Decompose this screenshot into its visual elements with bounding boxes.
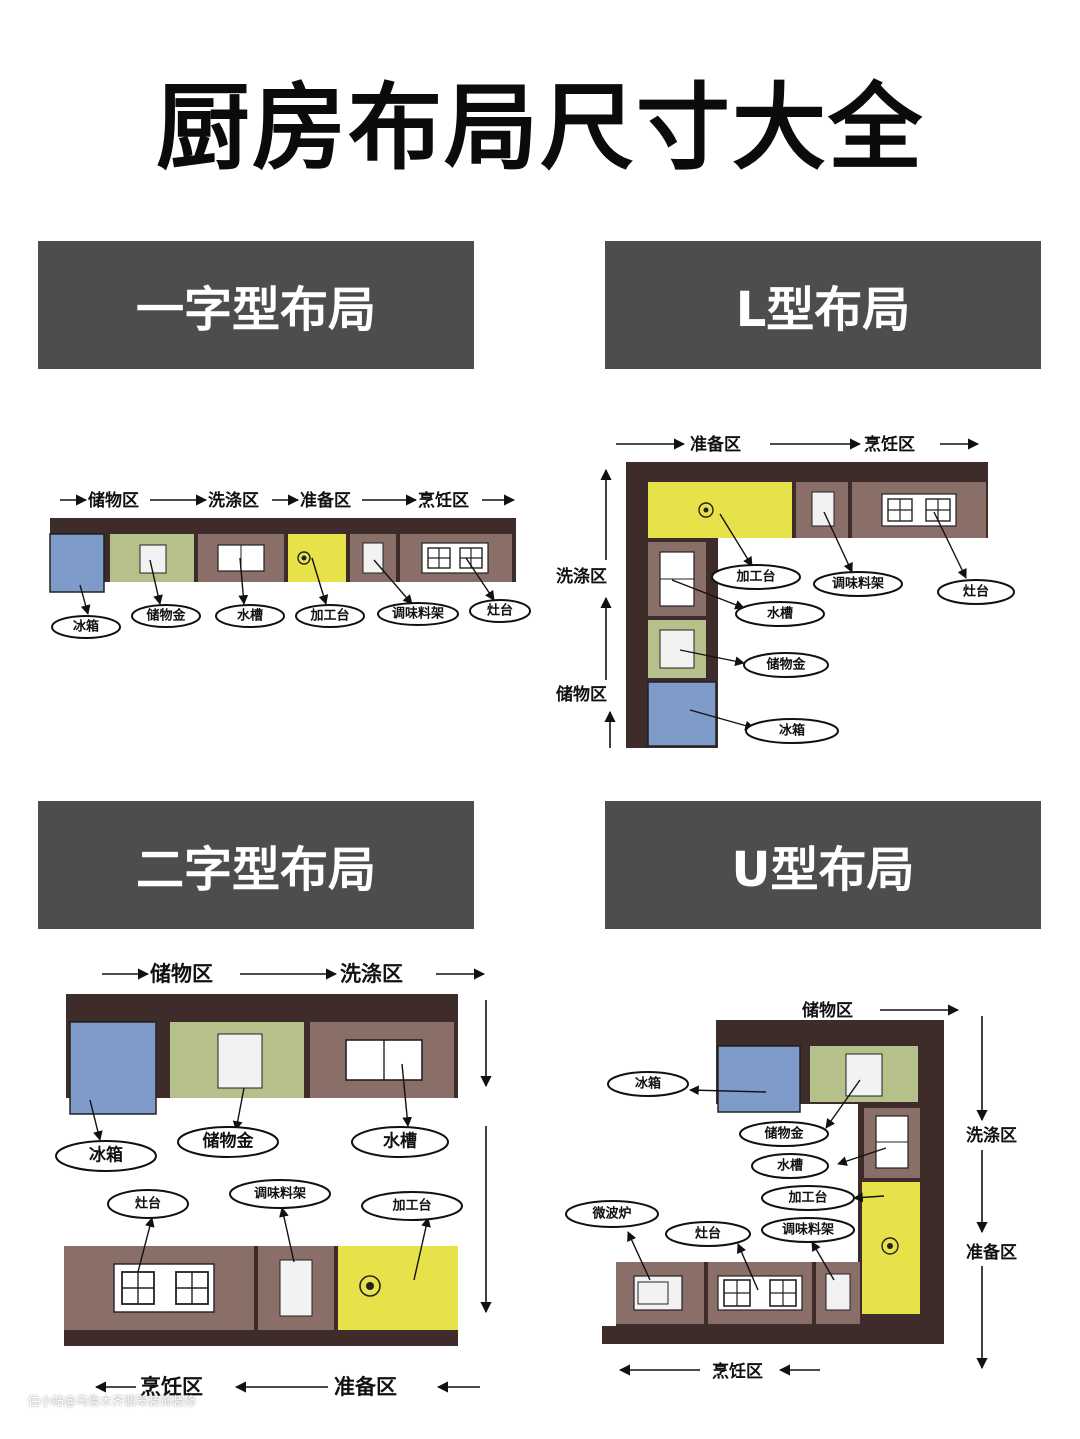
label-microwave: 微波炉 (591, 1206, 631, 1222)
galley-layout-diagram: 储物区 洗涤区 烹饪区 准备区 (55, 961, 492, 1399)
label-sink: 水槽 (383, 1131, 417, 1152)
label-stove: 灶台 (487, 603, 513, 619)
watermark: 住小帖@乌鲁木齐翡翠装饰装修 (28, 1394, 197, 1408)
label-spice-rack: 调味料架 (782, 1222, 834, 1238)
page-title: 厨房布局尺寸大全 (155, 74, 924, 183)
zone-label: 储物区 (150, 961, 213, 986)
banner-linear-layout: 一字型布局 (38, 241, 474, 369)
label-sink: 水槽 (777, 1158, 803, 1174)
label-fridge: 冰箱 (779, 723, 805, 739)
label-fridge: 冰箱 (89, 1145, 123, 1166)
label-storage: 储物金 (763, 1126, 804, 1142)
zone-label: 储物区 (802, 1000, 853, 1021)
label-spice-rack: 调味料架 (832, 576, 884, 592)
label-storage: 储物金 (145, 608, 186, 624)
banner-galley-layout: 二字型布局 (38, 801, 474, 929)
label-prep-table: 加工台 (309, 608, 349, 624)
zone-label: 洗涤区 (208, 490, 259, 511)
zone-label: 烹饪区 (418, 490, 469, 511)
label-spice-rack: 调味料架 (392, 606, 444, 622)
label-storage: 储物金 (765, 657, 806, 673)
label-fridge: 冰箱 (635, 1076, 661, 1092)
zone-label: 洗涤区 (556, 566, 607, 587)
zone-label: 准备区 (966, 1242, 1017, 1263)
l-layout-diagram: 准备区 烹饪区 洗涤区 储物区 (556, 434, 1015, 748)
label-storage: 储物金 (203, 1131, 255, 1152)
zone-label: 准备区 (334, 1374, 397, 1399)
label-stove: 灶台 (695, 1226, 721, 1242)
u-layout-diagram: 储物区 洗涤区 准备区 烹饪区 (565, 1000, 1017, 1382)
zone-label: 准备区 (300, 490, 351, 511)
zone-label: 储物区 (556, 684, 607, 705)
banner-u-layout: U型布局 (605, 801, 1041, 929)
zone-label: 烹饪区 (712, 1361, 763, 1382)
zone-label: 储物区 (88, 490, 139, 511)
label-sink: 水槽 (767, 606, 793, 622)
zone-label: 洗涤区 (966, 1125, 1017, 1146)
linear-layout-diagram: 储物区 洗涤区 准备区 烹饪区 (49, 490, 531, 639)
label-prep-table: 加工台 (787, 1190, 827, 1206)
banner-l-layout: L型布局 (605, 241, 1041, 369)
label-fridge: 冰箱 (73, 619, 99, 635)
zone-label: 洗涤区 (340, 961, 403, 986)
label-stove: 灶台 (135, 1196, 161, 1212)
label-stove: 灶台 (963, 584, 989, 600)
label-sink: 水槽 (237, 608, 263, 624)
zone-label: 准备区 (690, 434, 741, 455)
label-prep-table: 加工台 (735, 569, 775, 585)
zone-label: 烹饪区 (864, 434, 915, 455)
label-prep-table: 加工台 (391, 1198, 431, 1214)
label-spice-rack: 调味料架 (254, 1186, 306, 1202)
